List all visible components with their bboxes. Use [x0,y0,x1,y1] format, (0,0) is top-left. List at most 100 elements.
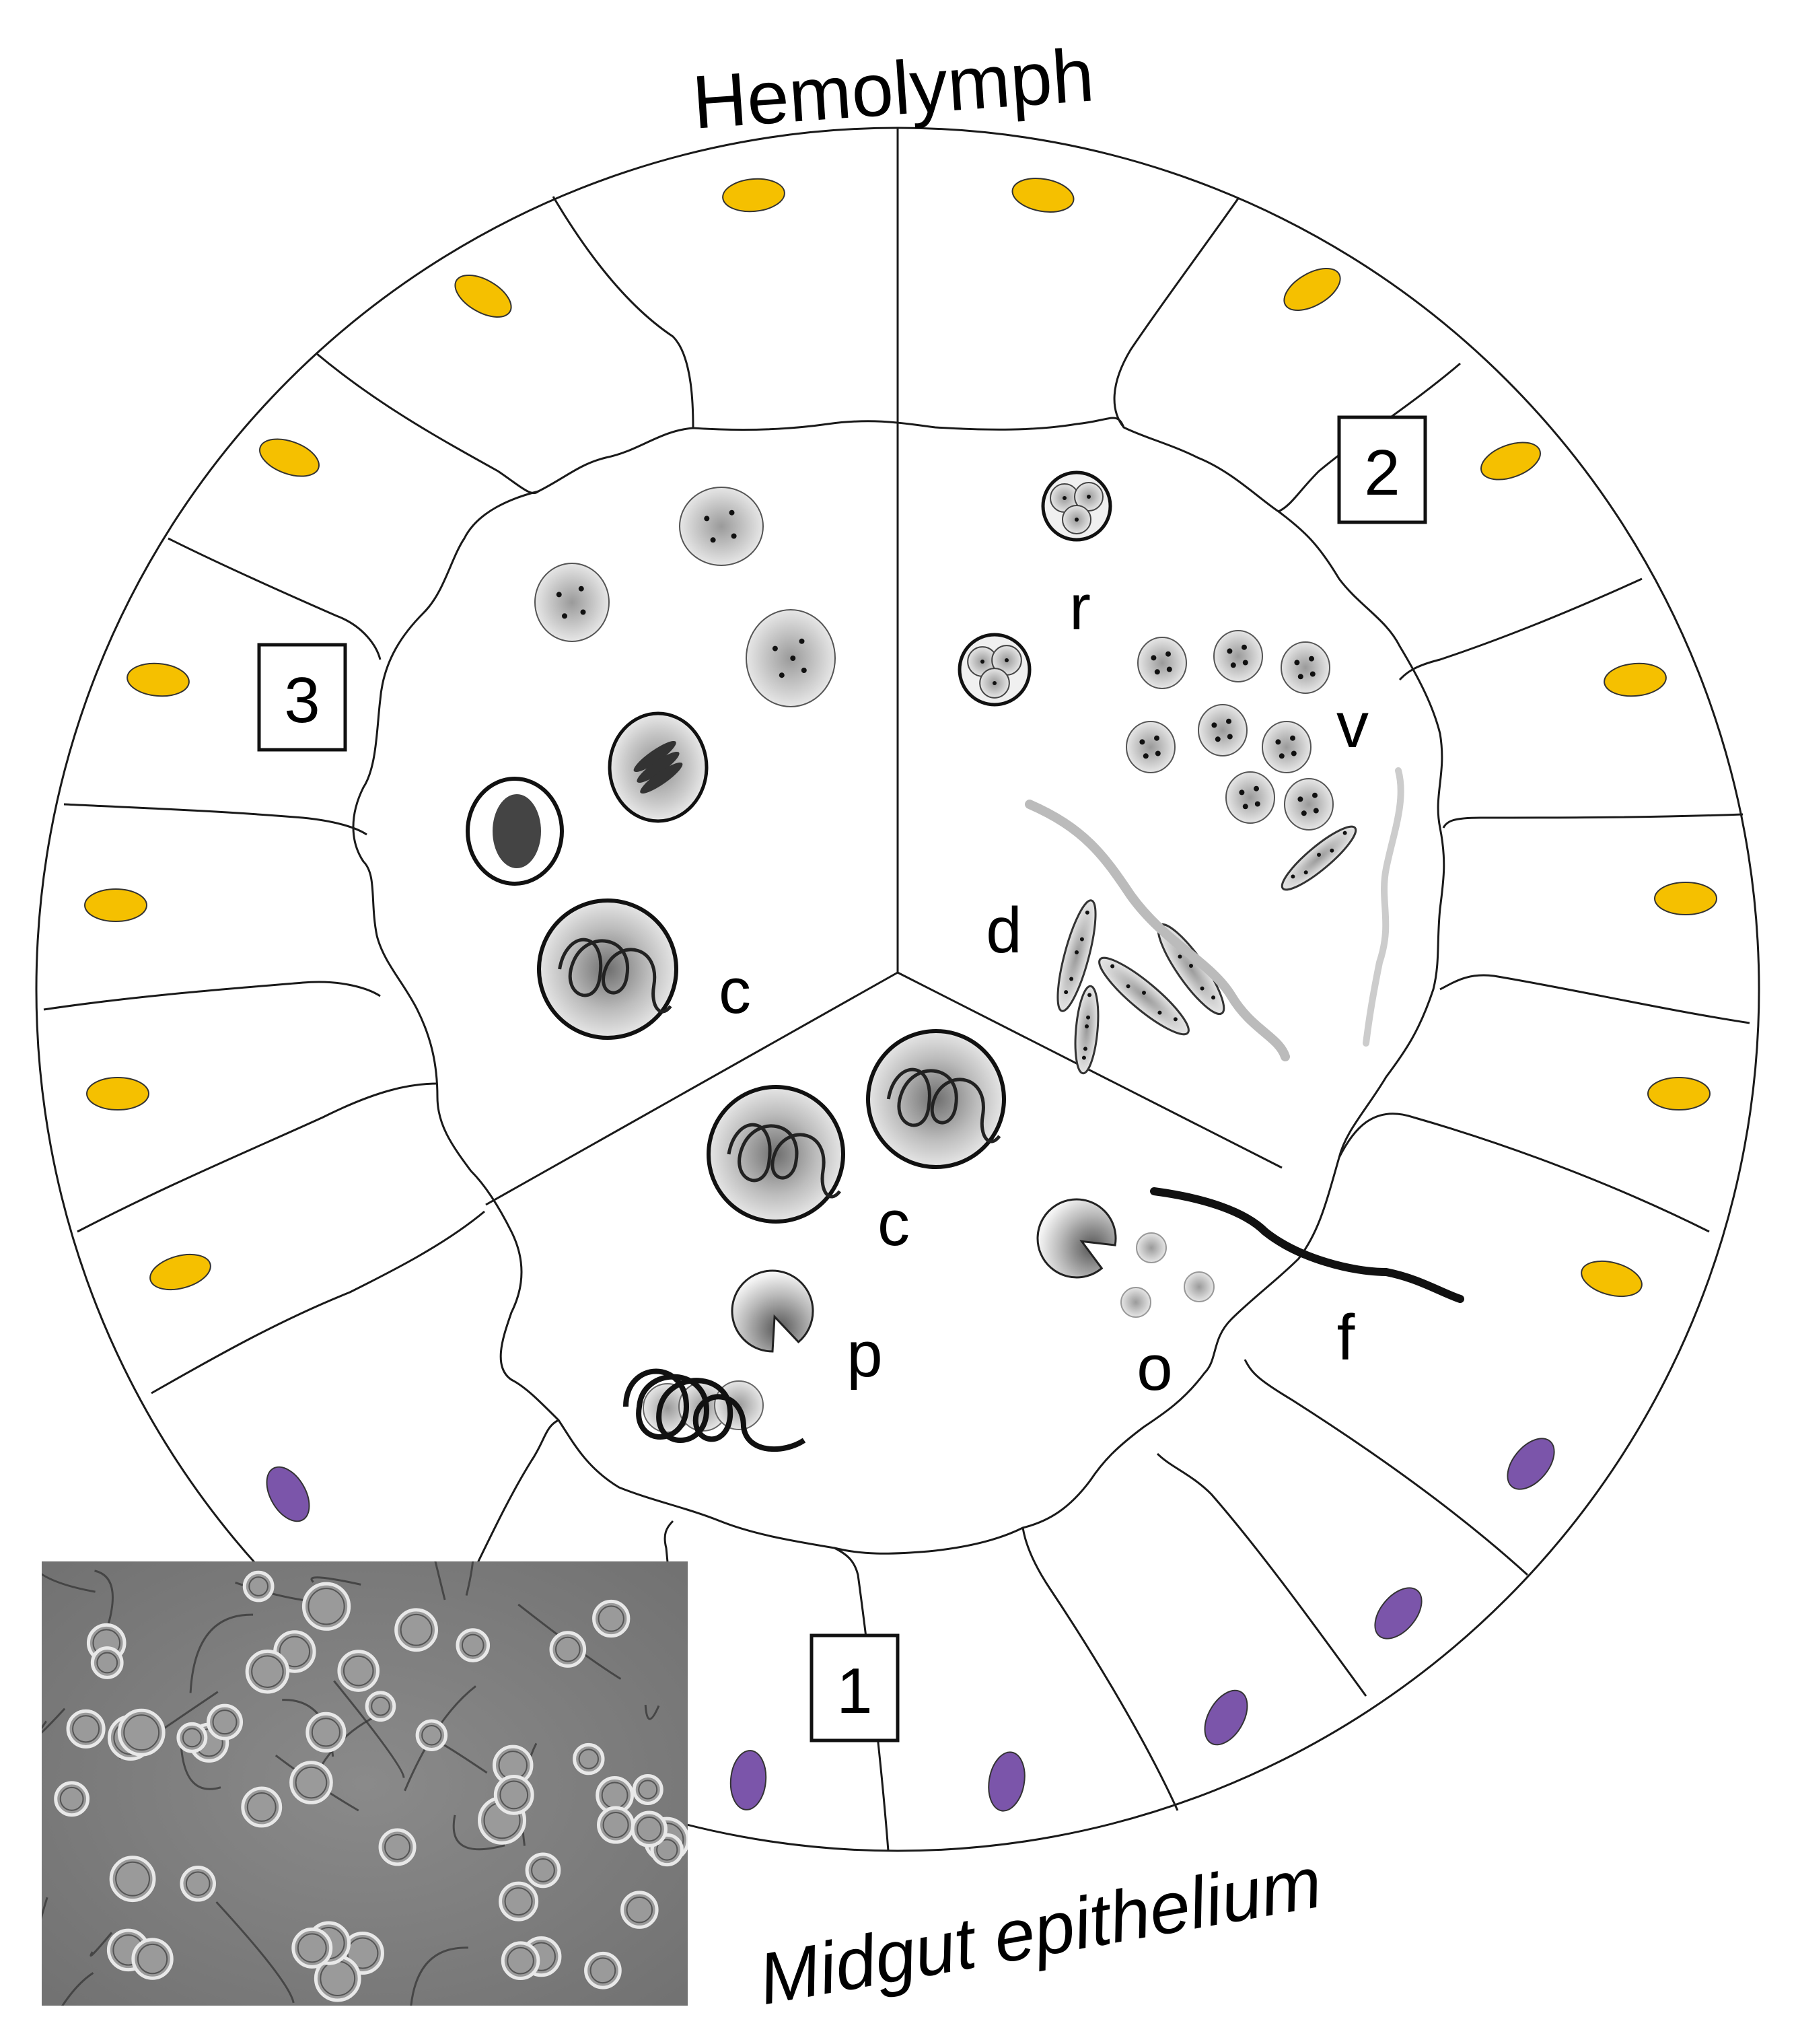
dividing-cell [608,711,709,823]
micrograph-flagellum [465,1561,474,1596]
micrograph-flagellum [42,1897,48,1920]
grey-flagellum [1025,800,1290,1061]
round-cell [746,609,836,707]
cyst-c [537,898,678,1040]
label-c-upper: c [719,955,751,1027]
micrograph-cell [245,1649,290,1694]
small-cell-v [1213,630,1263,682]
small-cell-o [1184,1271,1215,1302]
micrograph-cell [241,1786,283,1828]
yellow-nucleus [1581,1260,1643,1298]
elongated-cell-d [1056,899,1097,1012]
small-cell-v [1284,778,1334,831]
micrograph-flagellum [89,1932,113,1957]
micrograph-flagellum [61,1972,94,2006]
micrograph-flagellum [452,1814,505,1851]
elongated-cell-d [1098,956,1190,1036]
yellow-nucleus [127,662,190,697]
yellow-nucleus [86,1077,149,1111]
round-cell [679,487,764,566]
small-cell-v [1137,637,1187,689]
yellow-nucleus [259,438,320,477]
micrograph-flagellum [310,1576,361,1586]
small-cell-v [1198,704,1248,756]
yellow-nucleus [149,1253,211,1291]
yellow-nucleus [1480,442,1541,481]
micrograph-flagellum [42,1573,96,1593]
coiled-cell [623,1368,806,1452]
label-f: f [1337,1302,1355,1374]
yellow-nucleus [1604,662,1667,697]
label-v: v [1336,689,1369,761]
elongated-cell-d [1281,825,1357,891]
small-cell-v [1126,721,1176,773]
cyst-c [866,1029,1006,1169]
micrograph-cell [109,1856,156,1903]
purple-nucleus [266,1466,310,1522]
yellow-nucleus [1283,268,1341,311]
lumen-outline [352,417,1445,1555]
section-2-box: 2 [1337,415,1427,524]
purple-nucleus [1204,1689,1248,1746]
rosette-r [1041,470,1112,542]
purple-nucleus [729,1750,767,1810]
section-2-label: 2 [1364,437,1400,509]
micrograph-cell [117,1708,166,1757]
section-3-box: 3 [257,643,347,752]
micrograph-flagellum [644,1705,660,1720]
label-r: r [1069,571,1091,643]
yellow-nucleus [84,888,147,922]
label-d: d [986,894,1021,966]
pacman-p [731,1269,814,1353]
micrograph-cell [131,1938,174,1980]
micrograph-flagellum [434,1561,446,1600]
purple-nucleus [1507,1438,1555,1490]
pacman-p [1036,1198,1117,1279]
micrograph-cell [499,1881,539,1922]
micrograph-cell [301,1582,351,1631]
label-c-lower: c [877,1187,910,1259]
rosette-r [958,633,1032,707]
micrograph-cell [337,1650,380,1692]
small-cell-v [1281,641,1330,694]
yellow-nucleus [722,178,785,213]
label-o: o [1137,1332,1172,1404]
small-cell-v [1225,771,1275,824]
micrograph-cell [291,1927,333,1969]
inset-micrograph [42,1561,688,2006]
small-cell-o [1136,1232,1167,1263]
micrograph-cell [493,1775,534,1815]
section-1-label: 1 [836,1655,872,1727]
micrograph-flagellum [215,1901,295,2004]
micrograph-flagellum [410,1946,468,2006]
hemolymph-label: Hemolymph [690,32,1097,144]
yellow-nucleus [1647,1077,1711,1111]
yellow-nucleus [1654,882,1717,915]
micrograph-flagellum [180,1736,221,1790]
micrograph-cell [394,1608,439,1652]
micrograph-flagellum [333,1680,405,1778]
nucleated-cell [466,777,564,886]
grey-flagellum [1363,767,1404,1047]
elongated-cell-d [1074,985,1100,1075]
micrograph-flagellum [189,1613,254,1693]
small-cell-o [1120,1287,1151,1318]
label-p: p [847,1318,882,1390]
midgut-epithelium-label: Midgut epithelium [752,1841,1328,2020]
micrograph-flagellum [42,1707,66,1734]
yellow-nucleus [1011,178,1075,213]
black-flagellum-f [1150,1187,1464,1303]
sector-dividers [485,128,1283,1206]
section-1-box: 1 [810,1633,900,1742]
micrograph-cell [365,1691,396,1722]
micrograph-cell [176,1722,208,1753]
micrograph-cell [289,1761,333,1804]
section-3-label: 3 [284,664,320,736]
purple-nucleus [1374,1587,1423,1640]
round-cell [534,563,610,642]
cyst-c [707,1085,845,1224]
micrograph-cells [42,1561,688,2006]
yellow-nucleus [454,275,512,318]
